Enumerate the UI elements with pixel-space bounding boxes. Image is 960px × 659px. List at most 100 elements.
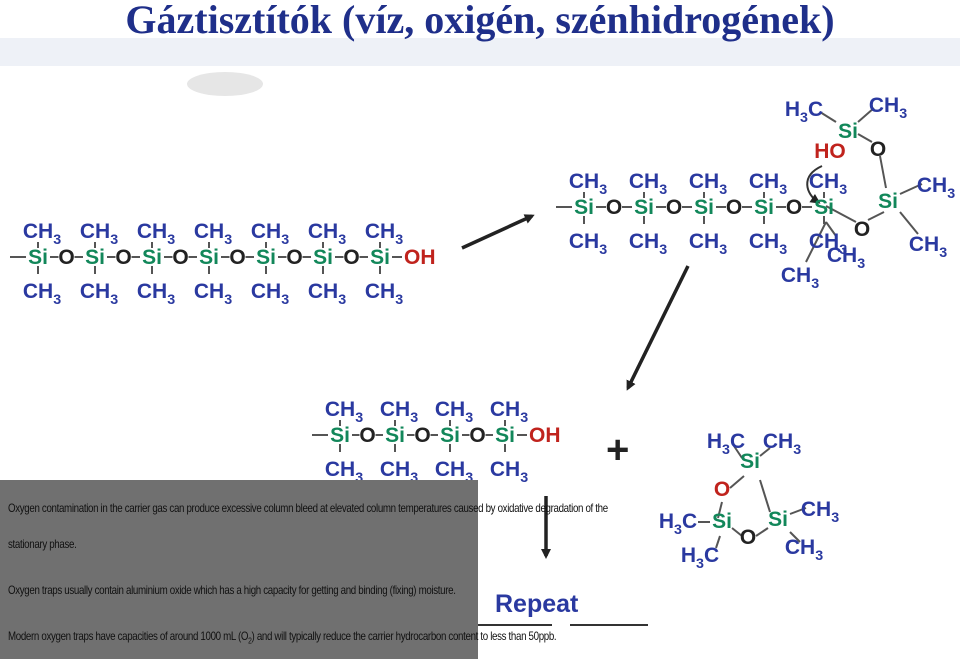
bond [789,507,807,515]
silicon-atom: Si [85,246,105,269]
methyl-group: CH3 [809,230,847,258]
methyl-group: CH3 [629,170,667,198]
bond [731,527,743,537]
methyl-group: CH3 [251,220,289,248]
oxygen-atom: O [286,246,302,269]
methyl-group: CH3 [917,174,955,202]
bond [825,205,857,223]
arrow-to-intermediate [461,214,535,250]
methyl-group: CH3 [435,398,473,426]
bond [755,527,769,537]
methyl-group: CH3 [569,230,607,258]
info-text-3: Modern oxygen traps have capacities of a… [8,630,557,646]
methyl-group: CH3 [380,458,418,486]
silicon-atom: Si [370,246,390,269]
bond [715,535,721,549]
methyl-group: CH3 [689,170,727,198]
silicon-atom: Si [878,190,898,213]
methyl-group: CH3 [569,170,607,198]
methyl-group: CH3 [827,244,865,272]
silicon-atom: Si [256,246,276,269]
silicon-atom: Si [838,120,858,143]
bond [733,445,743,459]
methyl-group: CH3 [23,220,61,248]
methyl-group: CH3 [629,230,667,258]
curved-arrow [806,165,823,204]
methyl-group: CH3 [689,230,727,258]
methyl-group: CH3 [380,398,418,426]
oxygen-atom: O [606,196,622,219]
arrow-to-products [626,265,690,391]
silicon-atom: Si [199,246,219,269]
silicon-atom: Si [634,196,654,219]
hydroxyl-group: OH [404,246,436,269]
methyl-group: CH3 [251,280,289,308]
silicon-atom: Si [740,450,760,473]
silicon-atom: Si [440,424,460,447]
oxygen-atom: O [172,246,188,269]
methyl-group: H3C [681,544,719,572]
oxygen-atom: O [58,246,74,269]
methyl-group: CH3 [137,280,175,308]
methyl-group: CH3 [435,458,473,486]
oxygen-atom: O [414,424,430,447]
reaction-scheme: CH3SiCH3OCH3SiCH3OCH3SiCH3OCH3SiCH3OCH3S… [10,72,955,626]
bond [729,475,745,489]
silicon-atom: Si [574,196,594,219]
silicon-atom: Si [814,196,834,219]
oxygen-atom: O [469,424,485,447]
info-text-3-sub: 2 [248,636,252,646]
title-band [0,38,960,66]
silicon-atom: Si [142,246,162,269]
oxygen-atom: O [786,196,802,219]
methyl-group: CH3 [80,280,118,308]
oxygen-atom: O [740,526,756,549]
methyl-group: CH3 [490,458,528,486]
bond [879,155,887,189]
info-text-3-pre: Modern oxygen traps have capacities of a… [8,630,249,643]
bond-lines [10,107,923,549]
methyl-group: CH3 [137,220,175,248]
silicon-atom: Si [754,196,774,219]
methyl-group: CH3 [308,280,346,308]
title-bar: Gáztisztítók (víz, oxigén, szénhidrogéne… [0,0,960,66]
oxygen-atom: O [666,196,682,219]
oxygen-atom: O [870,138,886,161]
methyl-group: CH3 [869,94,907,122]
oxygen-atom: O [714,478,730,501]
silicon-atom: Si [313,246,333,269]
oxygen-atom: O [359,424,375,447]
oxygen-atom: O [115,246,131,269]
silicon-atom: Si [28,246,48,269]
methyl-group: CH3 [763,430,801,458]
methyl-group: H3C [659,510,697,538]
bond [825,221,837,237]
hydroxyl-group: OH [529,424,561,447]
slide-title: Gáztisztítók (víz, oxigén, szénhidrogéne… [125,0,835,42]
bond [759,479,771,513]
oxygen-atom: O [229,246,245,269]
repeat-label: Repeat [495,590,579,618]
silicon-atom: Si [330,424,350,447]
info-text-1a: Oxygen contamination in the carrier gas … [8,502,608,515]
bond [857,133,873,143]
methyl-group: CH3 [194,280,232,308]
bond [789,531,801,543]
methyl-group: CH3 [749,170,787,198]
silicon-atom: Si [495,424,515,447]
methyl-group: CH3 [365,280,403,308]
atom-labels: CH3SiCH3OCH3SiCH3OCH3SiCH3OCH3SiCH3OCH3S… [23,94,955,572]
methyl-group: H3C [707,430,745,458]
silicon-atom: Si [768,508,788,531]
background-disk [187,72,263,96]
silicon-atom: Si [385,424,405,447]
methyl-group: H3C [785,98,823,126]
bond [899,183,923,195]
methyl-group: CH3 [23,280,61,308]
methyl-group: CH3 [365,220,403,248]
oxygen-atom: O [343,246,359,269]
methyl-group: CH3 [194,220,232,248]
silicon-atom: Si [712,510,732,533]
bond [759,447,771,457]
info-text-2: Oxygen traps usually contain aluminium o… [8,584,456,597]
